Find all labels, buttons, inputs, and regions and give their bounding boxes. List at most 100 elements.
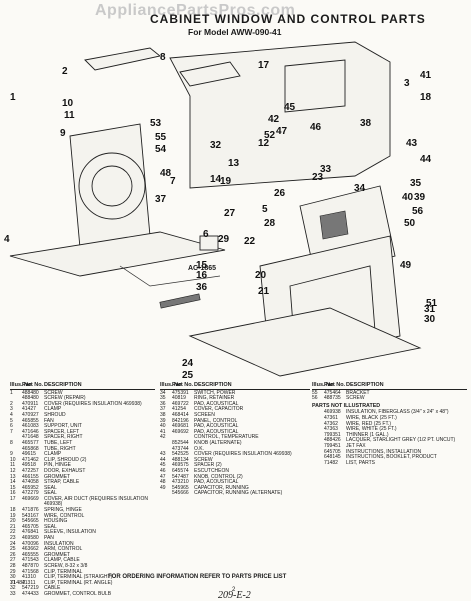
row-part: 47363 xyxy=(324,426,338,433)
row-desc: CAPACITOR, RUNNING xyxy=(194,484,249,491)
row-no: 48 xyxy=(160,479,166,486)
row-no: 45 xyxy=(160,462,166,469)
row-part: 471543 xyxy=(22,557,39,564)
row-no: 55 xyxy=(312,389,318,396)
row-part: 465705 xyxy=(22,523,39,530)
callout-43: 43 xyxy=(406,138,418,149)
row-desc: INSULATION xyxy=(44,540,74,547)
row-desc: WIRE, WHITE (25 FT.) xyxy=(346,426,397,433)
control-arm xyxy=(119,265,221,287)
row-part: 476841 xyxy=(22,529,39,536)
row-no: 38 xyxy=(160,411,166,418)
row-no: 28 xyxy=(10,563,16,569)
row-no: 30 xyxy=(10,574,16,581)
row-part: 471876 xyxy=(22,507,39,514)
callout-8: 8 xyxy=(160,52,166,63)
row-no: 29 xyxy=(10,568,16,575)
callout-1: 1 xyxy=(10,92,16,103)
row-desc: LIST, PARTS xyxy=(346,459,375,466)
row-desc: TUBE, RIGHT xyxy=(44,445,76,452)
control-switch xyxy=(319,210,349,240)
bracket-part xyxy=(199,235,219,251)
row-no: 20 xyxy=(10,518,16,525)
handwritten-note: 209-E-2 xyxy=(218,590,251,601)
row-desc: PAD, ACOUSTICAL xyxy=(194,428,239,435)
ordering-note: FOR ORDERING INFORMATION REFER TO PARTS … xyxy=(108,574,287,580)
row-part: 49615 xyxy=(22,451,36,458)
row-part: 488480 xyxy=(22,389,39,396)
row-no: 40 xyxy=(160,423,166,430)
row-part: 41254 xyxy=(172,406,186,413)
callout-44: 44 xyxy=(420,154,432,165)
row-desc: SCREW, 8-32 x 3/8 xyxy=(44,563,88,569)
callout-10: 10 xyxy=(62,98,74,109)
row-part: 41310 xyxy=(22,574,36,581)
document-code: 71482 xyxy=(10,580,26,586)
row-part: 799451 xyxy=(324,442,341,449)
callout-19: 19 xyxy=(220,176,232,187)
row-desc: PIN, HINGE xyxy=(44,462,71,469)
row-desc: INSTRUCTIONS, BOOKLET, PRODUCT xyxy=(346,454,437,461)
page-number: 2 xyxy=(232,587,236,593)
callout-21: 21 xyxy=(258,286,270,297)
row-desc: COVER (REQUIRES INSULATION 469938) xyxy=(194,451,292,458)
row-part: 472279 xyxy=(22,490,39,497)
row-part: 543167 xyxy=(22,512,39,519)
callout-47: 47 xyxy=(276,126,288,137)
callout-52: 52 xyxy=(264,130,276,141)
callout-22: 22 xyxy=(244,236,256,247)
callout-13: 13 xyxy=(228,158,240,169)
parts-list-header: Illus. No.Part No.DESCRIPTION xyxy=(312,382,467,390)
callout-49: 49 xyxy=(400,260,412,271)
row-desc: PAD, ACOUSTICAL xyxy=(194,400,239,407)
callout-3: 3 xyxy=(404,78,410,89)
row-part: 47362 xyxy=(324,420,338,427)
row-desc: PAD, ACOUSTICAL xyxy=(194,479,239,486)
callout-12: 12 xyxy=(258,138,270,149)
row-desc: STRAP, CABLE xyxy=(44,479,80,486)
callout-36: 36 xyxy=(196,282,208,293)
callout-29: 29 xyxy=(218,234,230,245)
row-part: 469580 xyxy=(22,535,39,542)
callout-56: 56 xyxy=(412,206,424,217)
row-part: 71482 xyxy=(324,459,338,466)
row-part: 488426 xyxy=(324,437,341,444)
row-no: 1 xyxy=(10,389,13,396)
row-desc: SEAL xyxy=(44,484,57,491)
row-desc: ARM, CONTROL xyxy=(44,546,83,553)
callout-2: 2 xyxy=(62,66,68,77)
row-desc: SPACER, RIGHT xyxy=(44,434,83,441)
row-no: 27 xyxy=(10,557,16,564)
row-part: 852544 xyxy=(172,439,189,446)
row-part: 645705 xyxy=(324,448,341,455)
terminal-strip xyxy=(159,293,201,309)
row-desc: CLAMP xyxy=(44,406,62,413)
row-desc: WIRE, BLACK (25 FT.) xyxy=(346,414,397,421)
row-part: 468414 xyxy=(172,411,189,418)
row-desc: COVER, CAPACITOR xyxy=(194,406,244,413)
row-no: 15 xyxy=(10,484,16,491)
row-part: 472257 xyxy=(22,467,39,474)
row-desc: PANEL, CONTROL xyxy=(194,417,238,424)
callout-11: 11 xyxy=(64,110,75,121)
callout-42: 42 xyxy=(268,114,280,125)
row-part: 799351 xyxy=(324,431,341,438)
row-part: 645574 xyxy=(172,467,189,474)
